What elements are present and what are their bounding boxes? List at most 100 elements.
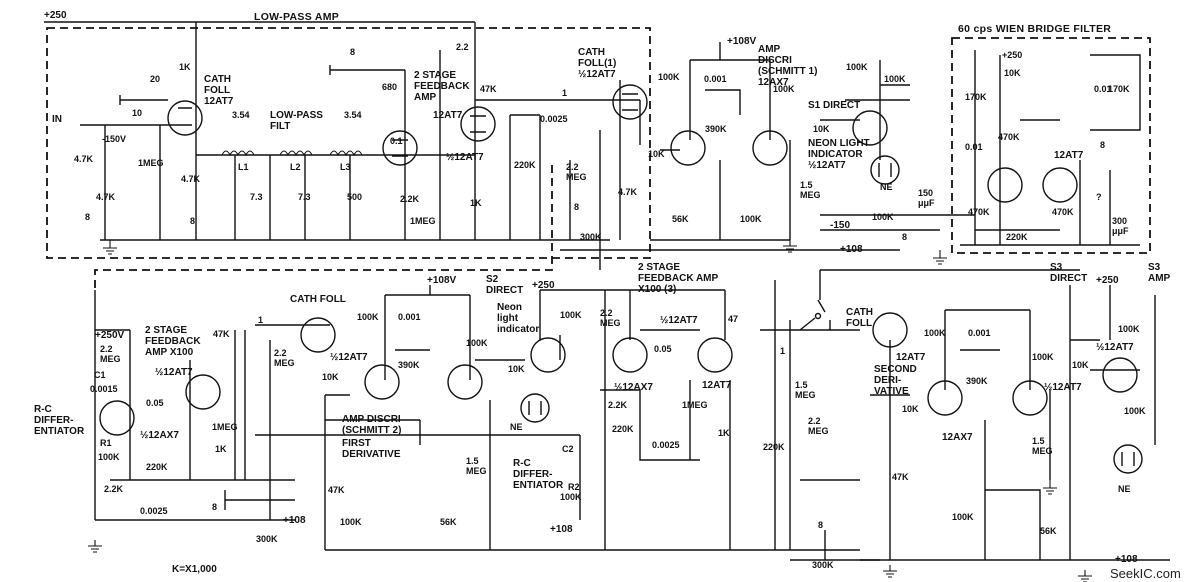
label-r100k-f: 100K: [872, 212, 894, 222]
inductor-l2: [279, 150, 313, 157]
label-imeg-c: 1MEG: [212, 422, 238, 432]
label-r100k-h: 100K: [357, 312, 379, 322]
neon-lamp-a: [870, 155, 900, 185]
label-cap005-b: 0.05: [654, 344, 672, 354]
label-r100k-c: 100K: [740, 214, 762, 224]
label-cap01: 0.1: [390, 136, 403, 146]
label-plus108v-a: +108V: [727, 36, 757, 47]
tube-rc-diff-a: [99, 400, 135, 436]
label-r56k-a: 56K: [672, 214, 689, 224]
label-plus250-top: +250: [44, 10, 67, 21]
label-cap8-a: 8: [85, 212, 90, 222]
tube-cath-foll-a: [167, 100, 203, 136]
top-wiring: [44, 21, 641, 270]
label-cap8-d: 8: [574, 202, 579, 212]
ground-symbols: [88, 240, 1092, 582]
label-r10k-c: 10K: [322, 372, 339, 382]
label-cap00025-b: 0.0025: [140, 506, 168, 516]
label-cap00015: 0.0015: [90, 384, 118, 394]
label-r100k-k: 100K: [560, 310, 582, 320]
label-tube-12at7-a: 12AT7: [433, 110, 463, 121]
label-cap001-w: 0.01: [1094, 84, 1112, 94]
label-r680: 680: [382, 82, 397, 92]
label-c2: C2: [562, 444, 574, 454]
label-cap005-a: 0.05: [146, 398, 164, 408]
tube-schmitt-3-b: [1012, 380, 1048, 416]
watermark: SeekIC.com: [1110, 566, 1181, 581]
label-ne-a: NE: [880, 182, 893, 192]
label-r220k-d: 220K: [763, 442, 785, 452]
low-pass-amp-box: [46, 27, 651, 259]
label-in: IN: [52, 114, 62, 125]
label-cap8-b: 8: [190, 216, 195, 226]
label-r220k-w: 220K: [1006, 232, 1028, 242]
tube-neon-ind-2: [530, 337, 566, 373]
label-r100k-e: 100K: [884, 74, 906, 84]
label-ne-c: NE: [1118, 484, 1131, 494]
label-r100k-b: 100K: [773, 84, 795, 94]
label-half12at7-d: ½12AT7: [660, 315, 698, 326]
label-r1k-b: 1K: [470, 198, 482, 208]
label-h354-a: 3.54: [232, 110, 250, 120]
label-half12at7-a: ½12AT7: [446, 152, 484, 163]
label-r300k-b: 300K: [256, 534, 278, 544]
label-half12ax7-b: ½12AX7: [614, 382, 653, 393]
label-r390k-a: 390K: [705, 124, 727, 134]
label-r2-2k-b: 2.2K: [104, 484, 124, 494]
label-r390k-c: 390K: [966, 376, 988, 386]
label-r2-2k-c: 2.2K: [608, 400, 628, 410]
label-r100k-a: 100K: [658, 72, 680, 82]
label-s1-direct: S1 DIRECT: [808, 100, 860, 111]
label-cap1-a: 1: [562, 88, 567, 98]
label-cap8-c: 8: [350, 47, 355, 57]
label-minus150: -150: [830, 220, 850, 231]
label-r470k-c: 470K: [1052, 207, 1074, 217]
label-r100k-m: 100K: [924, 328, 946, 338]
label-cap001-w2: 0.01: [965, 142, 983, 152]
label-tube-12at7-b: 12AT7: [702, 380, 732, 391]
label-half12at7-e: ½12AT7: [1096, 342, 1134, 353]
label-r10k-d: 10K: [508, 364, 525, 374]
tube-2stage-b: [460, 106, 496, 142]
label-r10k-b: 10K: [813, 124, 830, 134]
label-cap1-b: 1: [258, 315, 263, 325]
label-tube-12at7-w: 12AT7: [1054, 150, 1084, 161]
tube-schmitt-2-a: [364, 364, 400, 400]
label-plus250-w: +250: [1002, 50, 1022, 60]
tube-wien-b: [1042, 167, 1078, 203]
tube-schmitt-1-a: [670, 130, 706, 166]
tube-wien-a: [987, 167, 1023, 203]
label-r2: R2: [568, 482, 580, 492]
label-cap8-g: 8: [818, 520, 823, 530]
label-cap8-f: 8: [212, 502, 217, 512]
label-r220k-b: 220K: [146, 462, 168, 472]
label-r47k-d: 47K: [892, 472, 909, 482]
label-ne-b: NE: [510, 422, 523, 432]
label-cap00025-a: 0.0025: [540, 114, 568, 124]
label-r100k-i: 100K: [466, 338, 488, 348]
neon-lamp-b: [520, 393, 550, 423]
neon-lamp-c: [1113, 444, 1143, 474]
label-r1k-top: 1K: [179, 62, 191, 72]
label-r47: 47: [728, 314, 738, 324]
label-q-mark: ?: [1096, 192, 1102, 202]
tube-2stage-x100-3b: [697, 337, 733, 373]
label-plus108-c: +108: [550, 524, 573, 535]
label-r10k-f: 10K: [1072, 360, 1089, 370]
label-r1k-c: 1K: [215, 444, 227, 454]
tube-schmitt-2-b: [447, 364, 483, 400]
